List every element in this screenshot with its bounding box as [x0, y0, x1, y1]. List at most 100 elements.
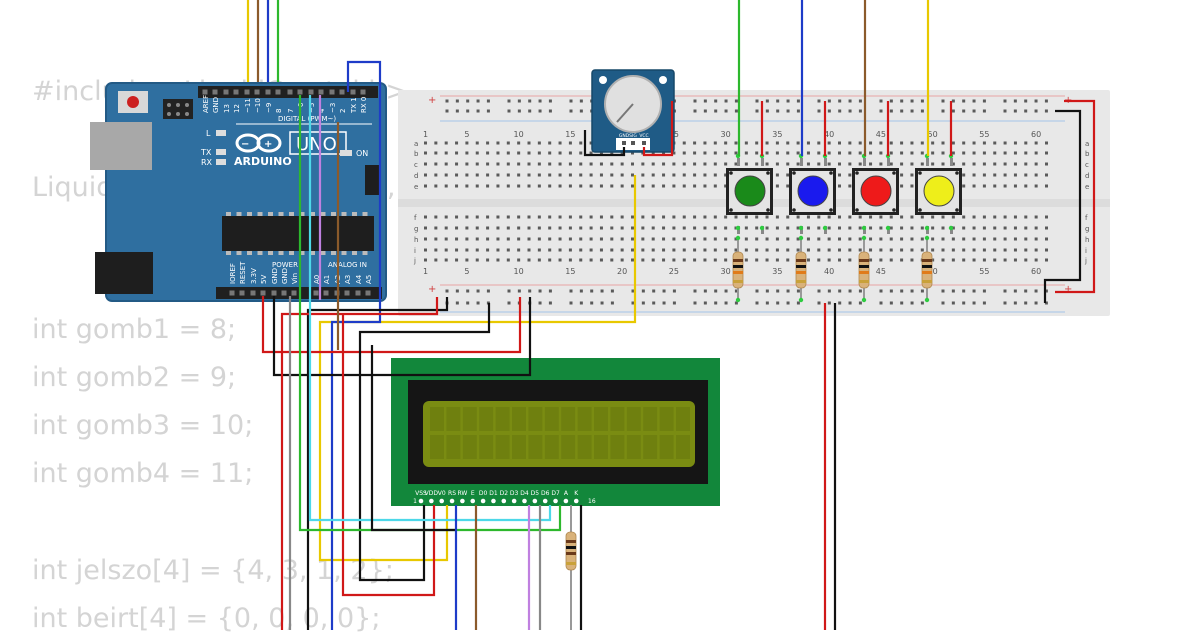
push-button[interactable]	[726, 158, 773, 234]
breadboard-hole	[1024, 141, 1028, 145]
breadboard-hole	[599, 184, 603, 188]
breadboard-hole	[848, 173, 852, 177]
lcd-char-cell	[626, 407, 641, 431]
breadboard-hole	[703, 173, 707, 177]
breadboard-hole	[951, 248, 955, 252]
reset-button[interactable]	[127, 96, 139, 108]
rail-hole	[714, 301, 718, 305]
rail-hole	[579, 301, 583, 305]
breadboard-hole	[444, 184, 448, 188]
power-pin-label: Vin	[291, 273, 299, 284]
lcd-pin-label: D6	[541, 490, 550, 497]
breadboard-hole	[651, 237, 655, 241]
breadboard-hole	[486, 226, 490, 230]
breadboard-hole	[920, 226, 924, 230]
header-hole	[271, 290, 277, 296]
breadboard-hole	[838, 151, 841, 155]
button-cap[interactable]	[797, 175, 829, 207]
breadboard-hole	[610, 162, 614, 166]
lcd-char-cell	[430, 435, 444, 459]
lcd-char-cell	[676, 407, 690, 431]
breadboard-hole	[486, 184, 490, 188]
breadboard-hole	[838, 258, 841, 262]
rail-hole	[1024, 109, 1028, 113]
rail-hole	[600, 301, 604, 305]
breadboard-hole	[838, 237, 841, 241]
rail-hole	[817, 289, 821, 293]
rail-hole	[548, 109, 552, 113]
breadboard-hole	[817, 258, 821, 262]
row-letter: e	[414, 183, 418, 191]
breadboard-hole	[434, 141, 438, 145]
breadboard-hole	[796, 237, 800, 241]
breadboard-hole	[496, 215, 500, 219]
breadboard-hole	[941, 248, 945, 252]
rail-hole	[693, 99, 697, 103]
breadboard-hole	[775, 226, 779, 230]
button-cap[interactable]	[923, 175, 955, 207]
breadboard-hole	[682, 141, 686, 145]
breadboard-hole	[641, 162, 645, 166]
breadboard-hole	[962, 173, 966, 177]
breadboard-hole	[527, 162, 531, 166]
rail-hole	[972, 109, 976, 113]
breadboard-hole	[579, 237, 583, 241]
breadboard-hole	[517, 173, 521, 177]
breadboard-hole	[703, 184, 707, 188]
rail-hole	[827, 289, 831, 293]
breadboard-hole	[620, 151, 624, 155]
lcd-pin-first: 1	[413, 498, 417, 505]
row-letter: h	[1085, 236, 1089, 244]
breadboard-hole	[962, 237, 966, 241]
breadboard-hole	[1024, 184, 1028, 188]
breadboard-hole	[517, 226, 521, 230]
button-cap[interactable]	[860, 175, 892, 207]
breadboard-hole	[931, 162, 935, 166]
breadboard-hole	[713, 184, 717, 188]
breadboard-hole	[548, 173, 552, 177]
lcd-pin	[511, 498, 517, 504]
power-pin-label: IOREF	[229, 263, 237, 284]
lcd-char-cell	[544, 407, 559, 431]
lcd-resistor-band	[566, 546, 576, 549]
breadboard-hole	[693, 141, 697, 145]
breadboard-hole	[910, 162, 914, 166]
rail-hole	[455, 289, 459, 293]
breadboard-hole	[486, 151, 490, 155]
rail-hole	[507, 289, 511, 293]
breadboard-hole	[775, 162, 779, 166]
column-number: 20	[617, 267, 627, 276]
lcd-pin-label: VDD	[425, 490, 439, 497]
push-button[interactable]	[852, 158, 899, 234]
code-line: int gomb1 = 8;	[32, 314, 237, 345]
chip-pin	[341, 251, 347, 255]
breadboard-hole	[786, 248, 790, 252]
breadboard-hole	[548, 141, 552, 145]
breadboard-hole	[724, 237, 728, 241]
breadboard-hole	[558, 258, 562, 262]
svg-text:+: +	[264, 139, 272, 150]
breadboard-hole	[579, 141, 583, 145]
rail-hole	[786, 301, 790, 305]
breadboard-hole	[1024, 226, 1028, 230]
usb-connector	[90, 122, 152, 170]
breadboard-hole	[806, 162, 810, 166]
connection-dot	[798, 297, 804, 303]
breadboard-hole	[424, 151, 427, 155]
lcd-pin	[418, 498, 424, 504]
breadboard-hole	[879, 258, 883, 262]
breadboard-hole	[900, 162, 904, 166]
pot-pin	[642, 141, 646, 145]
button-cap[interactable]	[734, 175, 766, 207]
digital-pin-label: 12	[233, 104, 241, 113]
push-button[interactable]	[915, 158, 962, 234]
push-button[interactable]	[789, 158, 836, 234]
breadboard-hole	[631, 215, 634, 219]
breadboard-hole	[869, 226, 873, 230]
breadboard-hole	[713, 141, 717, 145]
connection-dot	[861, 235, 867, 241]
breadboard-hole	[465, 226, 469, 230]
lcd-pin-label: K	[574, 490, 579, 497]
breadboard-hole	[848, 215, 852, 219]
